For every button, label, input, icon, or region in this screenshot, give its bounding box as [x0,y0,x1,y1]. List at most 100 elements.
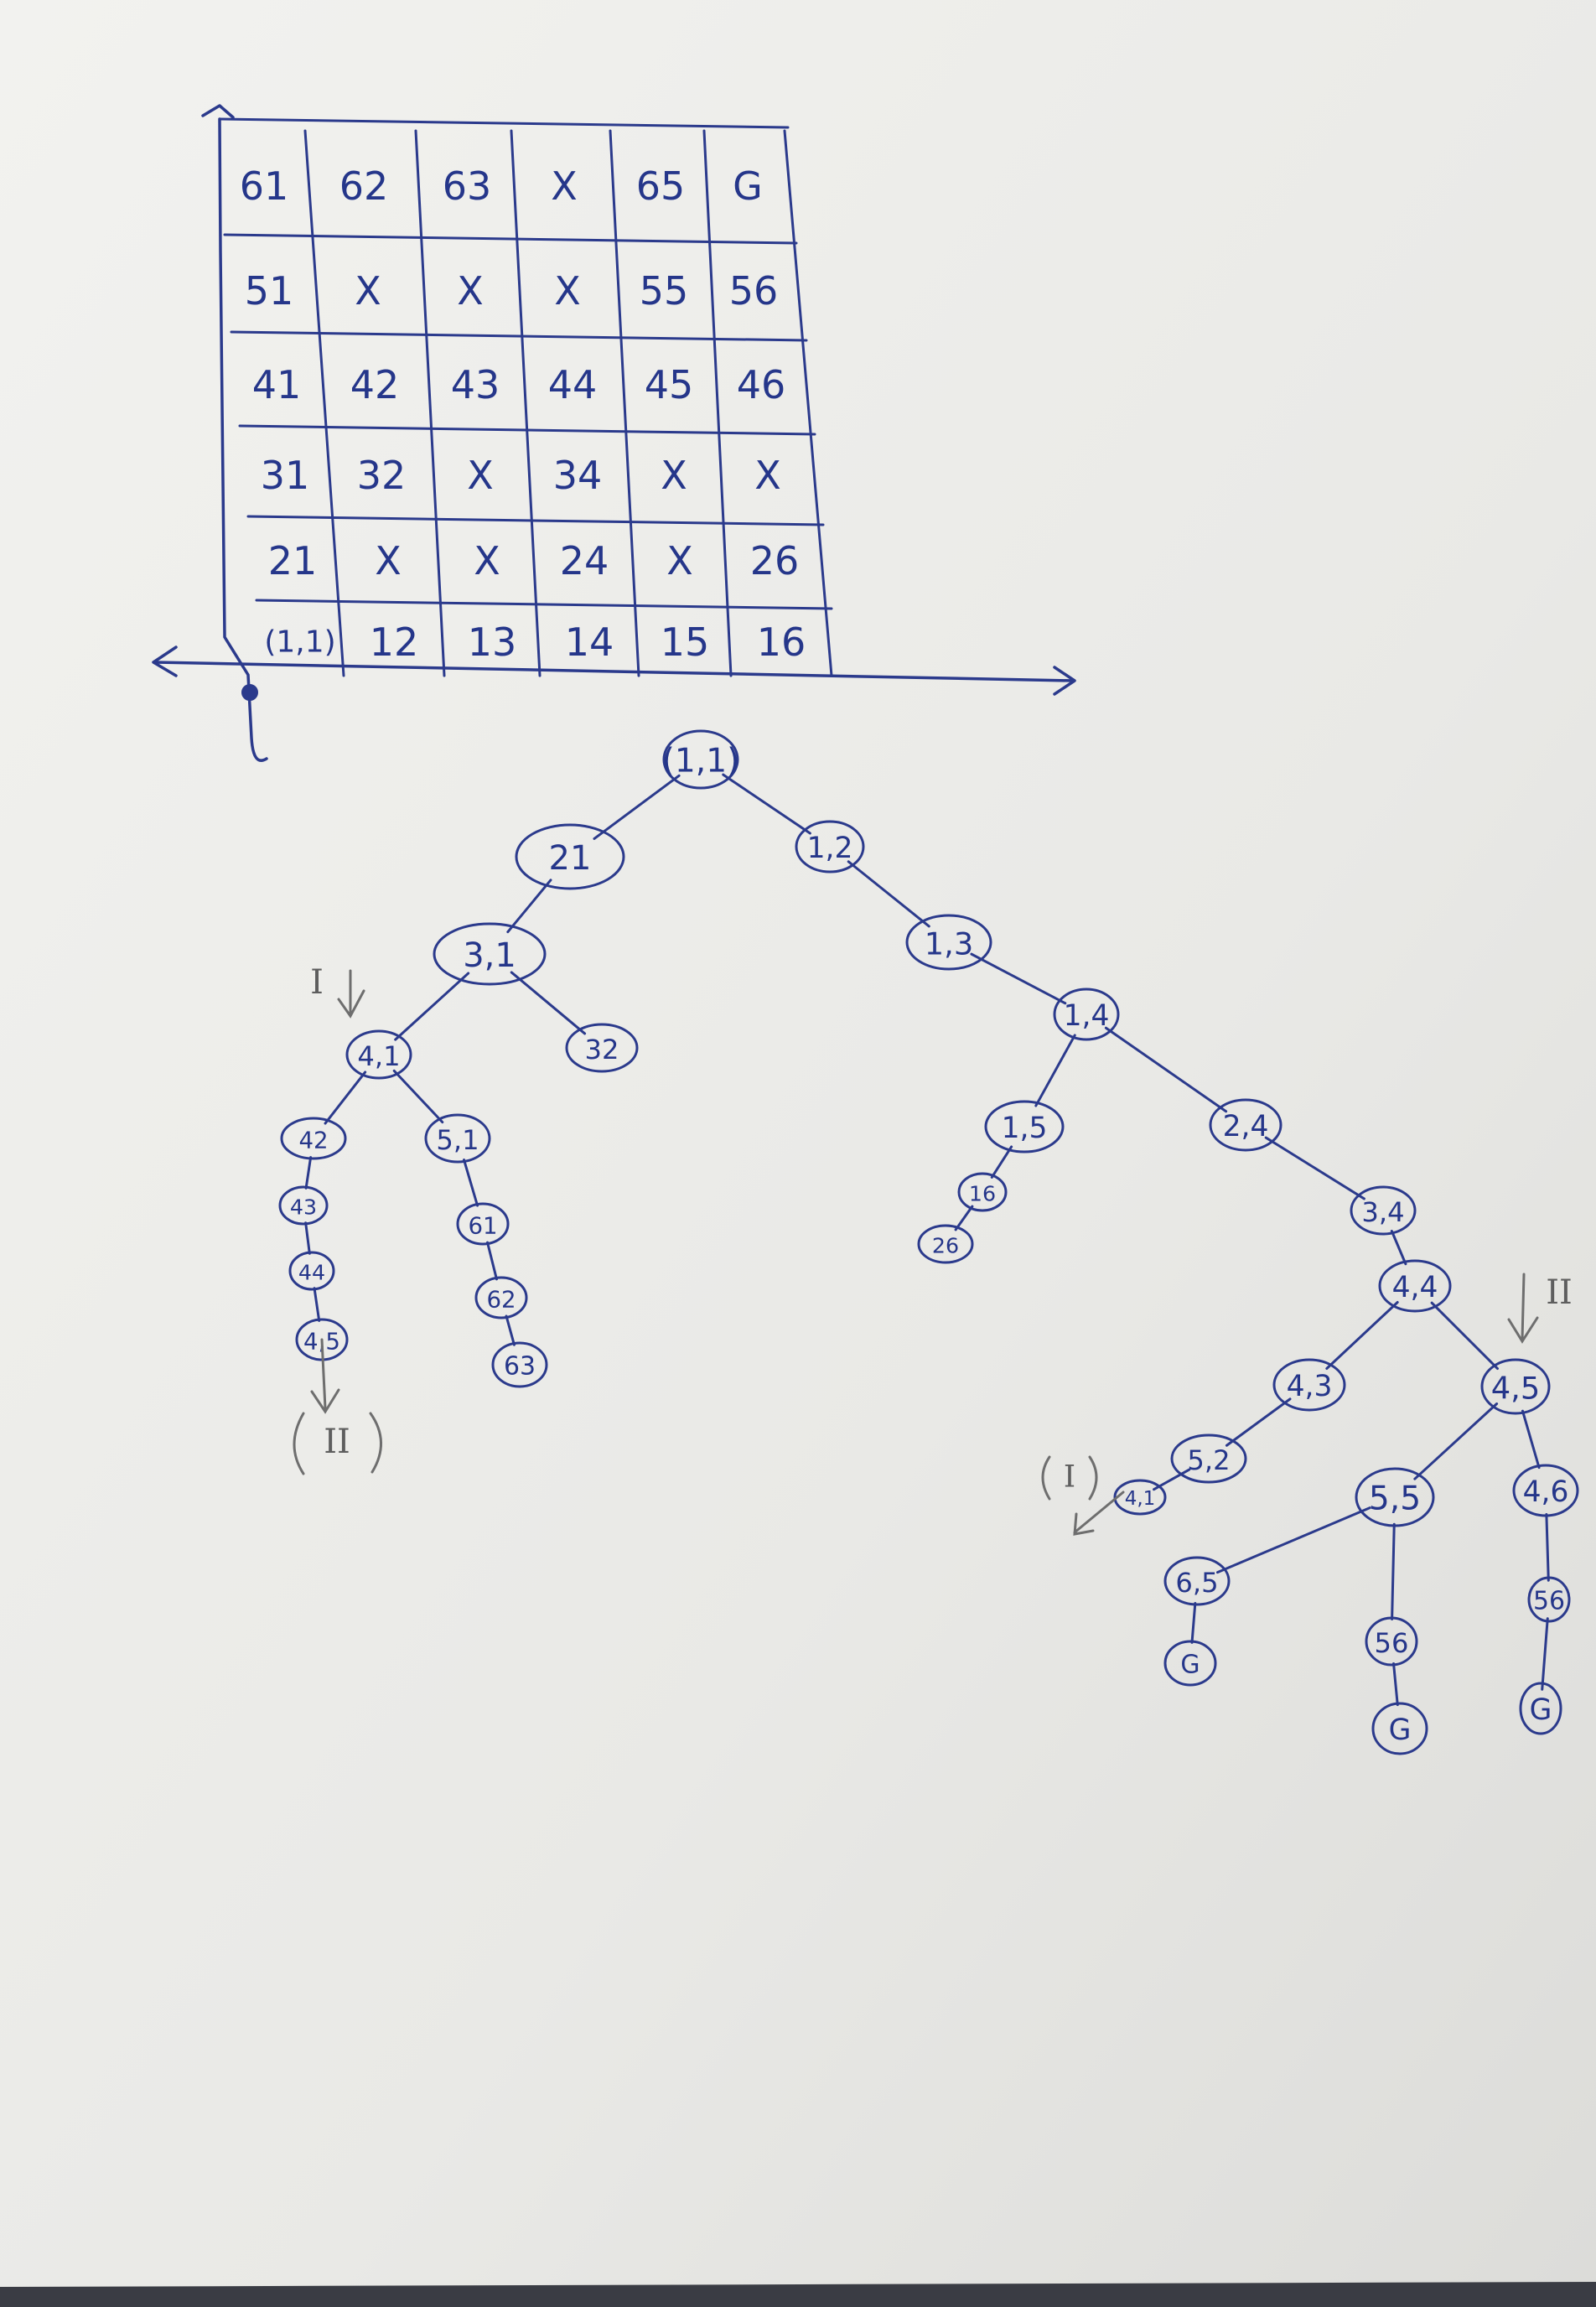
tree-node: G [1371,1702,1428,1755]
tree-edge [313,1287,321,1322]
node-circle [1272,1358,1346,1412]
pencil-annotations: I II II I [293,963,1573,1536]
node-circle [1113,1479,1167,1516]
grid-cell: 34 [553,453,603,498]
tree-edge [954,1205,974,1231]
arrow-i-right [1073,1490,1125,1536]
tree-edge [463,1159,479,1207]
grid-vline [702,129,733,677]
node-label: 1,4 [1064,999,1110,1033]
tree-node: 21 [515,823,625,890]
tree-node: 2,4 [1209,1098,1282,1152]
tree-node: 63 [491,1341,548,1388]
node-circle [1371,1702,1428,1755]
tree-node: 5,5 [1355,1467,1435,1527]
node-circle [984,1100,1065,1154]
arrow-ii-right [1507,1273,1539,1344]
node-label: 21 [549,839,592,878]
grid-cell: X [661,453,687,498]
tree-edge [486,1241,498,1281]
grid-hline [230,330,808,342]
grid-cell: 32 [357,453,407,498]
node-circle [1053,988,1120,1041]
grid-cell: 63 [443,163,492,209]
node-circle [515,823,625,890]
tree-edge [1413,1402,1499,1480]
grid-vline [303,129,345,677]
tree-edge [505,1314,516,1346]
tree-node: 4,6 [1512,1464,1579,1517]
node-circle [1378,1259,1452,1313]
node-label: 56 [1375,1627,1409,1659]
tree-node: 56 [1365,1616,1418,1667]
node-label: G [1530,1693,1552,1727]
tree-edge [506,879,552,934]
grid-vline [609,129,640,677]
grid-vline [510,129,542,677]
node-label: 1,5 [1002,1112,1048,1145]
x-axis-left-arrow [152,645,178,677]
node-label: 2,4 [1223,1110,1269,1143]
node-label: 4,1 [357,1040,400,1072]
grid-cell: 14 [565,620,614,665]
node-circle [491,1341,548,1388]
grid-cell: G [733,163,763,209]
grid-cell: 56 [729,268,779,314]
tree-edge [510,971,587,1035]
node-circle [474,1276,528,1319]
tree-edge [1541,1617,1549,1691]
tree-edge [722,773,811,835]
grid-vline [414,129,446,677]
tree-edge [1215,1506,1371,1574]
tree-edge [392,1069,444,1124]
grid-cell: 31 [261,453,310,498]
tree-edge [593,774,681,840]
node-circle [433,922,547,986]
paren-right-open [1041,1455,1051,1501]
node-label: 4,4 [1392,1271,1438,1304]
node-circle [662,729,739,790]
node-circle [1519,1682,1562,1735]
node-label: 6,5 [1175,1567,1218,1599]
tree-edge [1104,1026,1228,1113]
node-label: 3,4 [1361,1196,1404,1228]
tree-edge [847,860,930,928]
node-circle [1480,1358,1551,1415]
tree-node: G [1163,1640,1217,1687]
tree-node: 44 [288,1251,335,1291]
x-axis-line [153,661,1075,682]
node-label: 62 [486,1286,516,1314]
node-circle [1170,1433,1247,1484]
label-ii-left: II [324,1423,350,1461]
node-circle [917,1224,974,1264]
tree-node: 5,2 [1170,1433,1247,1484]
grid-hline [218,117,790,129]
tree-edge [1225,1397,1292,1447]
node-circle [280,1117,347,1160]
tree-node: 3,1 [433,922,547,986]
node-label: 61 [468,1212,497,1240]
node-circle [795,820,865,874]
grid-cell: X [457,268,484,314]
paren-right-close [1088,1455,1098,1501]
tree-edges [304,773,1550,1707]
y-axis-arrow [201,104,235,119]
tree-node: 6,5 [1163,1556,1231,1606]
x-axis-right-arrow [1053,666,1076,696]
node-label: 5,1 [436,1124,479,1156]
node-label: 32 [585,1034,619,1065]
grid-cell: X [554,268,581,314]
tree-node: 4,4 [1378,1259,1452,1313]
tree-node: 26 [917,1224,974,1264]
tree-node: 1,4 [1053,988,1120,1041]
node-label: 3,1 [463,936,516,975]
tree-edge [1190,1602,1197,1644]
node-label: 63 [504,1352,536,1382]
node-label: G [1180,1651,1200,1680]
tree-node: 61 [456,1202,510,1246]
node-circle [278,1185,329,1226]
grid-cell: 42 [350,362,400,407]
grid-cell: 62 [339,163,389,209]
